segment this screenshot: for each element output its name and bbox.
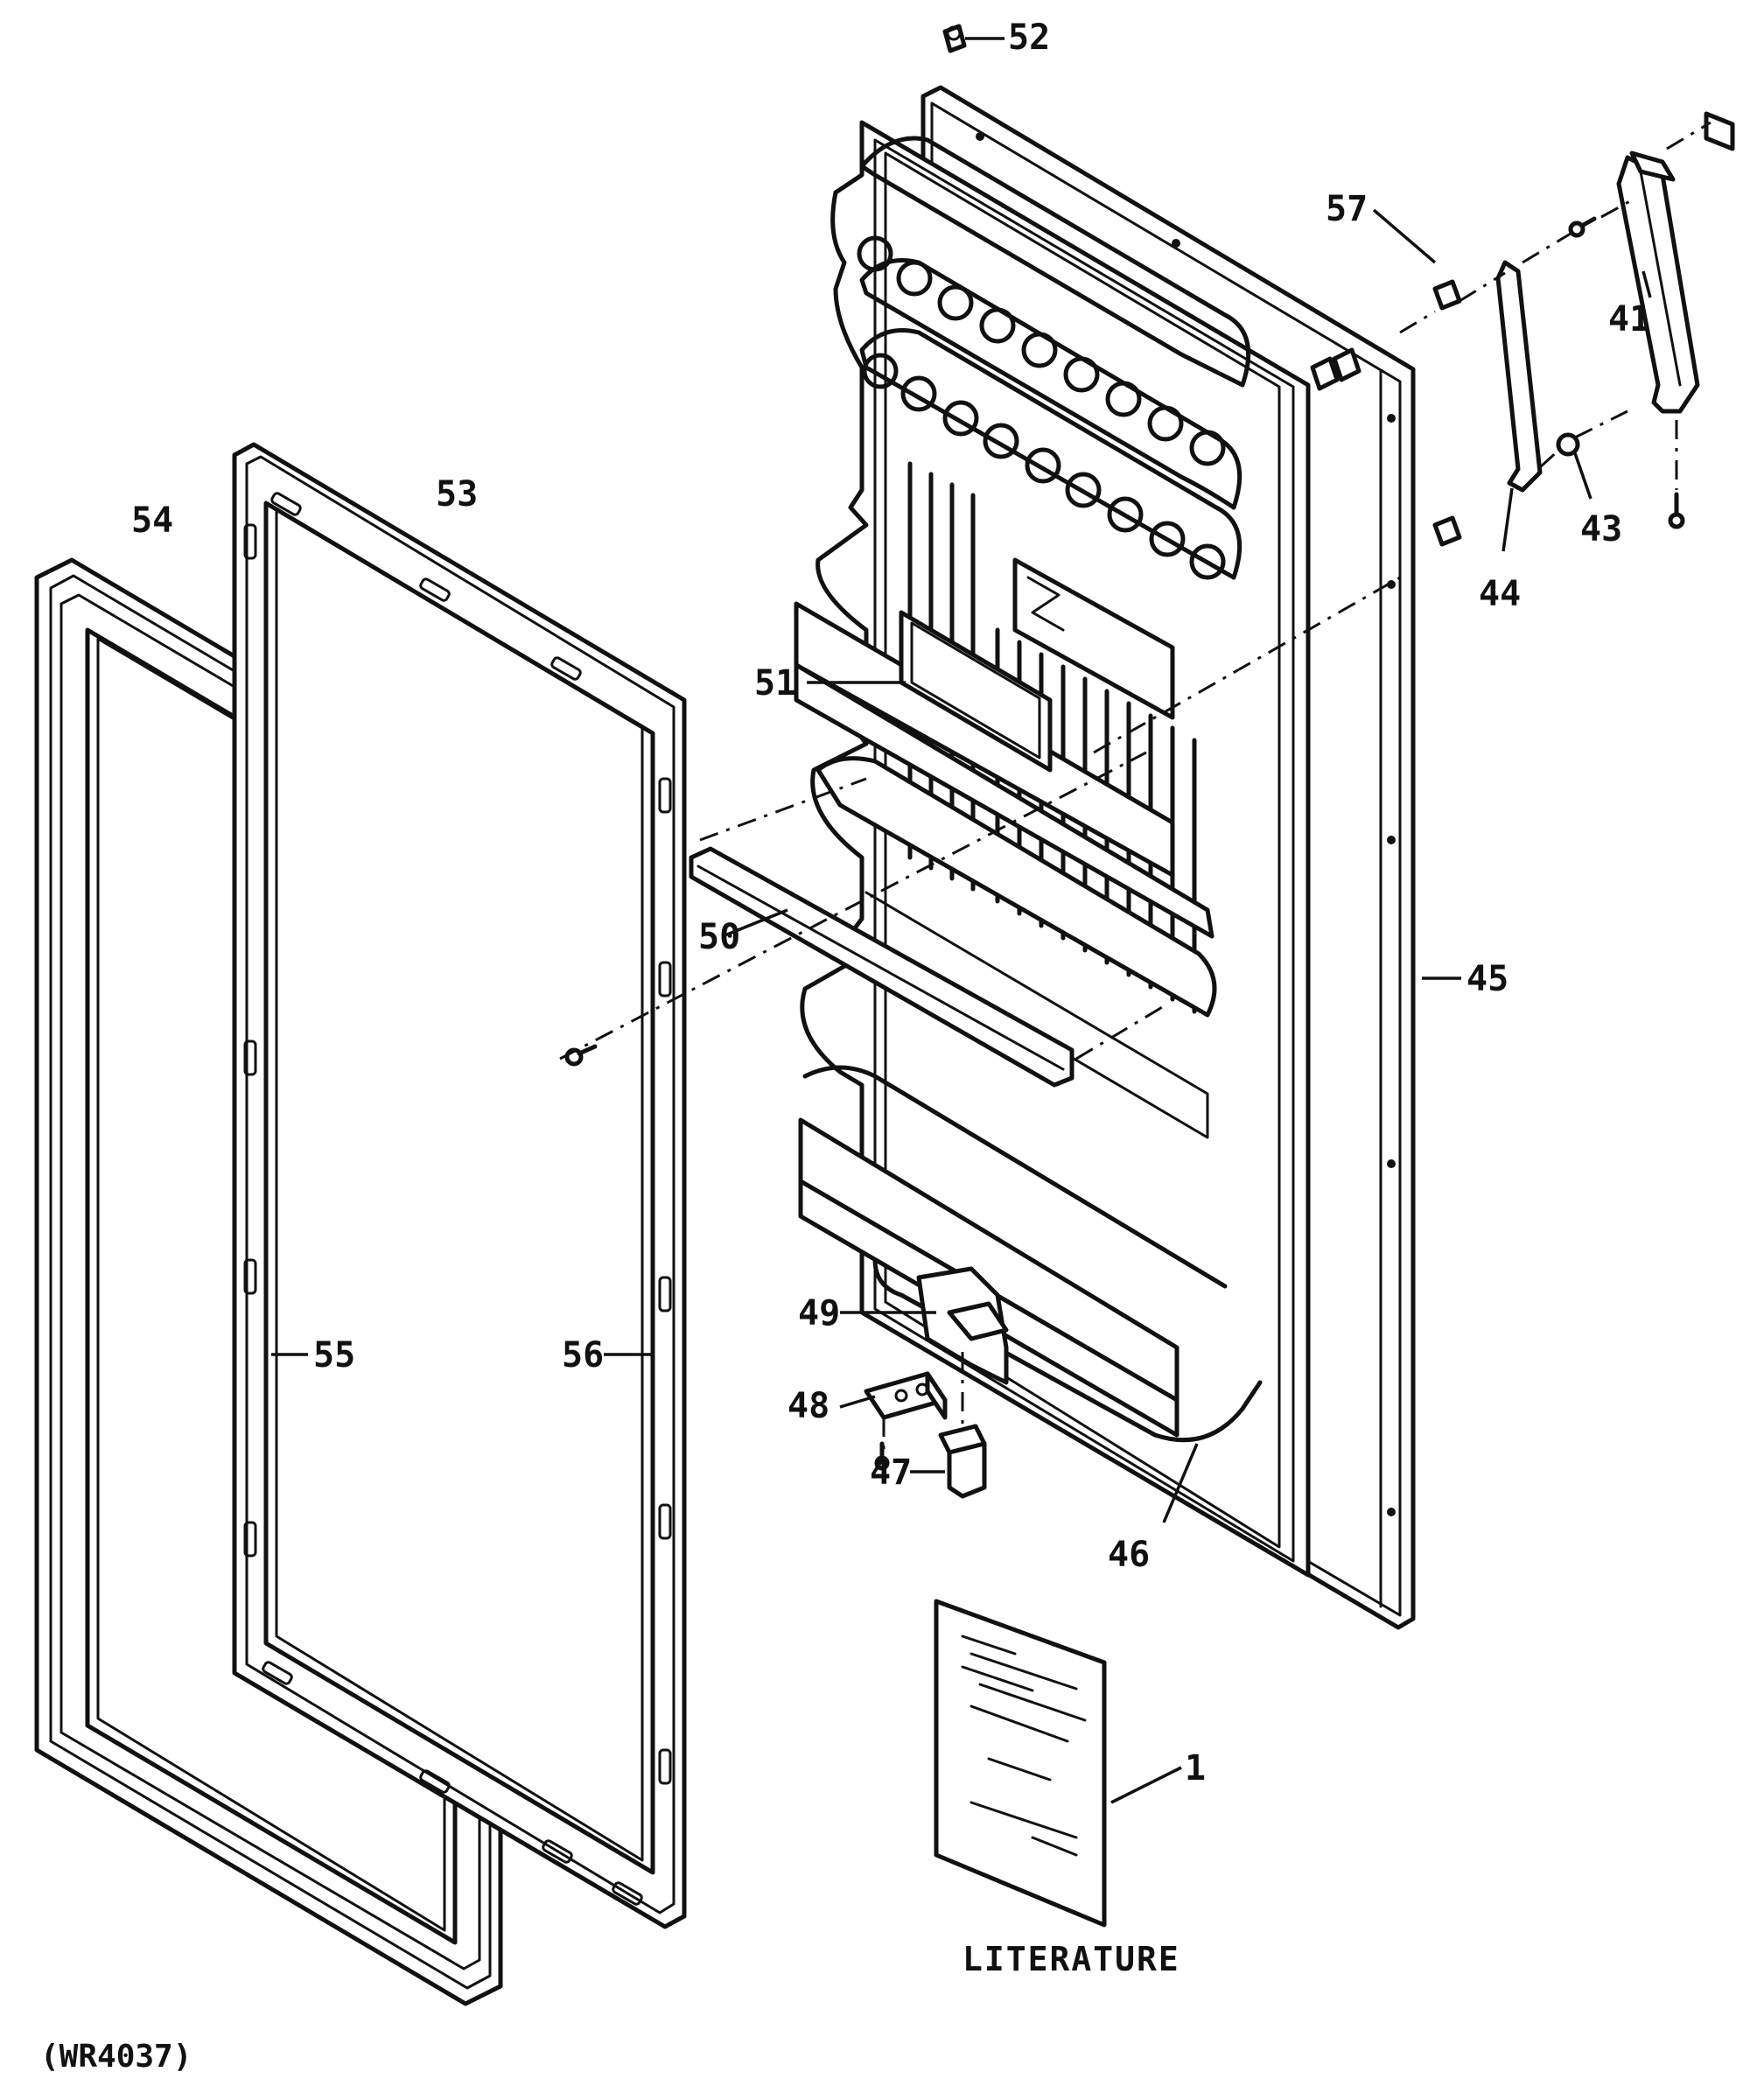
handle-44: [1495, 260, 1543, 493]
literature-label: LITERATURE: [962, 1940, 1180, 1978]
screw-icon: [564, 1044, 598, 1067]
shelf-retainer-bar-50: [689, 846, 1074, 1088]
screw-icon: [1568, 216, 1685, 529]
callout-45: 45: [1466, 959, 1508, 999]
screw-43: [1556, 432, 1580, 457]
egg-holders: [857, 235, 1226, 580]
callout-54: 54: [131, 500, 173, 541]
callout-1: 1: [1185, 1748, 1206, 1788]
literature-booklet-1: [934, 1599, 1107, 1928]
screw-icon: [874, 1441, 890, 1471]
cap-52: [942, 24, 967, 53]
reference-code: (WR4037): [40, 2039, 192, 2075]
callout-43: 43: [1580, 509, 1622, 550]
callout-51: 51: [754, 663, 796, 704]
frame-slots: [243, 492, 672, 1906]
callout-52: 52: [1008, 18, 1050, 58]
handle-41: [1616, 150, 1700, 414]
hinge-bracket-48: [864, 1371, 948, 1420]
hinge-49: [916, 1266, 1009, 1385]
callout-49: 49: [798, 1293, 840, 1334]
mount-clips: [1310, 347, 1362, 391]
callout-55: 55: [313, 1335, 355, 1376]
callout-57: 57: [1326, 189, 1368, 229]
callout-44: 44: [1479, 574, 1521, 614]
hinge-pin-47: [938, 1424, 987, 1499]
part-callouts: 52 57 41 43 44 53 54 51 50 45 49 55 56 4…: [131, 18, 1650, 1788]
callout-48: 48: [788, 1386, 830, 1426]
callout-56: 56: [562, 1335, 604, 1376]
handle-mount-57: [1432, 279, 1462, 547]
callout-46: 46: [1108, 1535, 1150, 1575]
door-inner-liner-46: [794, 120, 1311, 1578]
callout-50: 50: [698, 917, 740, 957]
callout-41: 41: [1608, 299, 1650, 340]
callout-53: 53: [436, 474, 478, 514]
handle-end-cap: [1704, 111, 1735, 151]
leader-lines: [271, 37, 1652, 1804]
callout-47: 47: [870, 1452, 912, 1493]
liner-frame-53: [232, 442, 687, 1929]
